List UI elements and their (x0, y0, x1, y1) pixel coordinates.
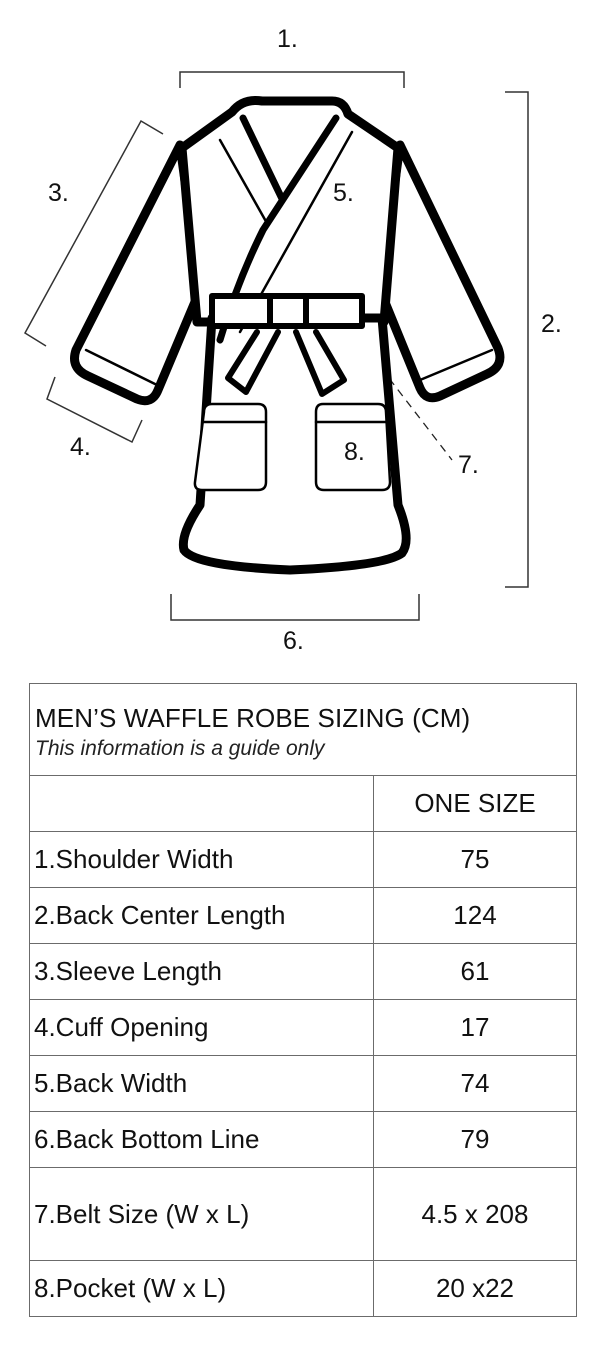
measure-label-4: 4. (70, 433, 91, 461)
table-row: 6.Back Bottom Line 79 (29, 1111, 577, 1168)
measurement-name: 1.Shoulder Width (29, 831, 374, 888)
measure-label-5: 5. (333, 179, 354, 207)
measurement-name: 2.Back Center Length (29, 887, 374, 944)
measurement-value: 4.5 x 208 (373, 1167, 577, 1261)
measure-label-1: 1. (277, 25, 298, 53)
table-title: MEN’S WAFFLE ROBE SIZING (CM) (35, 703, 471, 733)
table-row: 8.Pocket (W x L) 20 x22 (29, 1260, 577, 1317)
measure-label-6: 6. (283, 627, 304, 655)
table-row: 7.Belt Size (W x L) 4.5 x 208 (29, 1167, 577, 1261)
measurement-value: 17 (373, 999, 577, 1056)
measurement-value: 75 (373, 831, 577, 888)
measure-label-3: 3. (48, 179, 69, 207)
measurement-value: 124 (373, 887, 577, 944)
measurement-value: 74 (373, 1055, 577, 1112)
measurement-value: 79 (373, 1111, 577, 1168)
table-header-row: ONE SIZE (29, 775, 577, 832)
measure-label-2: 2. (541, 310, 562, 338)
sizing-table: MEN’S WAFFLE ROBE SIZING (CM) This infor… (29, 683, 577, 1317)
robe-measurement-diagram: 1. 2. 3. 4. 5. 6. 7. 8. (0, 0, 600, 665)
measurement-name: 4.Cuff Opening (29, 999, 374, 1056)
table-row: 5.Back Width 74 (29, 1055, 577, 1112)
measurement-name: 5.Back Width (29, 1055, 374, 1112)
size-header: ONE SIZE (373, 775, 577, 832)
measure-label-7: 7. (458, 451, 479, 479)
measure-label-8: 8. (344, 438, 365, 466)
measurement-name: 3.Sleeve Length (29, 943, 374, 1000)
measurement-name: 7.Belt Size (W x L) (29, 1167, 374, 1261)
table-title-cell: MEN’S WAFFLE ROBE SIZING (CM) This infor… (29, 683, 577, 776)
table-subtitle: This information is a guide only (35, 737, 325, 760)
table-row: 3.Sleeve Length 61 (29, 943, 577, 1000)
measurement-value: 20 x22 (373, 1260, 577, 1317)
measurement-name: 6.Back Bottom Line (29, 1111, 374, 1168)
table-row: 2.Back Center Length 124 (29, 887, 577, 944)
measurement-value: 61 (373, 943, 577, 1000)
header-empty-cell (29, 775, 374, 832)
table-row: 4.Cuff Opening 17 (29, 999, 577, 1056)
robe-outline-icon (24, 71, 529, 621)
measurement-name: 8.Pocket (W x L) (29, 1260, 374, 1317)
table-row: 1.Shoulder Width 75 (29, 831, 577, 888)
